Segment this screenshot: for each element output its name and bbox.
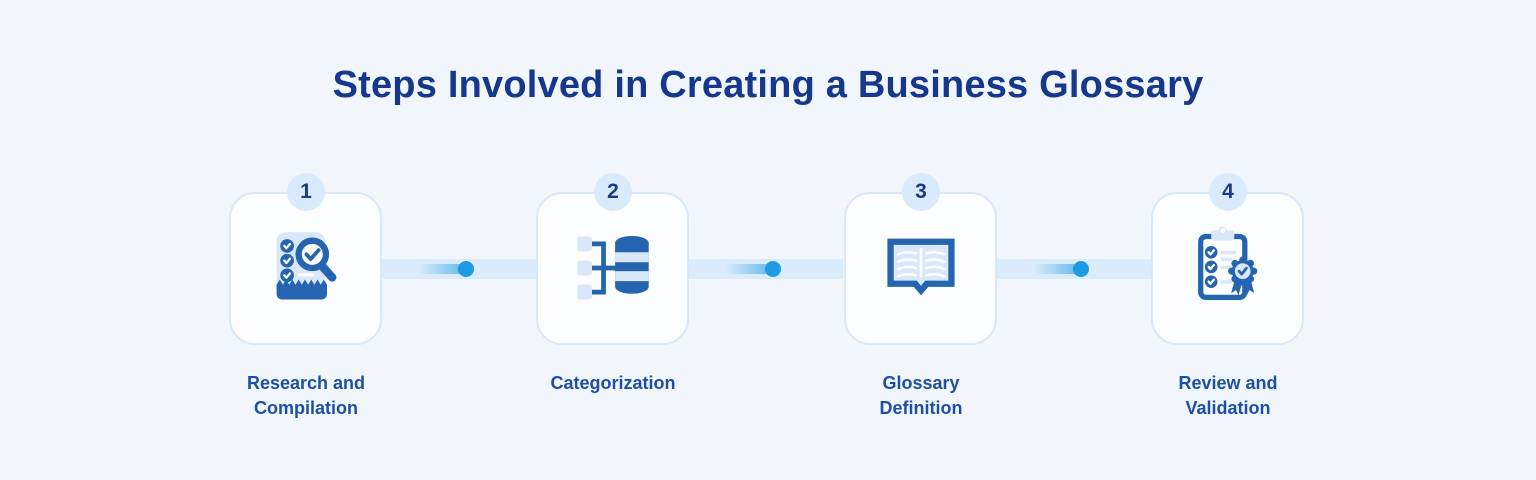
step-3-number-badge: 3 <box>902 173 940 211</box>
progress-dot-icon <box>458 261 474 277</box>
page-title: Steps Involved in Creating a Business Gl… <box>332 64 1204 106</box>
connector-2-3 <box>689 259 843 279</box>
connector-trail <box>1033 264 1081 274</box>
progress-dot-icon <box>1073 261 1089 277</box>
step-2-number-badge: 2 <box>594 173 632 211</box>
award-ribbon <box>1228 256 1258 296</box>
document-search-icon <box>264 226 348 310</box>
progress-dot-icon <box>765 261 781 277</box>
database-hierarchy-icon <box>571 226 655 310</box>
connector-3-4 <box>997 259 1151 279</box>
step-4-number-badge: 4 <box>1209 173 1247 211</box>
checklist-award-icon <box>1186 226 1270 310</box>
step-3-label: Glossary Definition <box>879 373 963 418</box>
step-1-number-badge: 1 <box>287 173 325 211</box>
step-2-card <box>536 192 689 345</box>
connector-trail <box>418 264 466 274</box>
step-2-label: Categorization <box>550 373 676 393</box>
connector-1-2 <box>382 259 536 279</box>
open-book-icon <box>879 226 963 310</box>
step-4-label: Review and Validation <box>1178 373 1278 418</box>
connector-trail <box>725 264 773 274</box>
step-1-label: Research and Compilation <box>246 373 366 418</box>
